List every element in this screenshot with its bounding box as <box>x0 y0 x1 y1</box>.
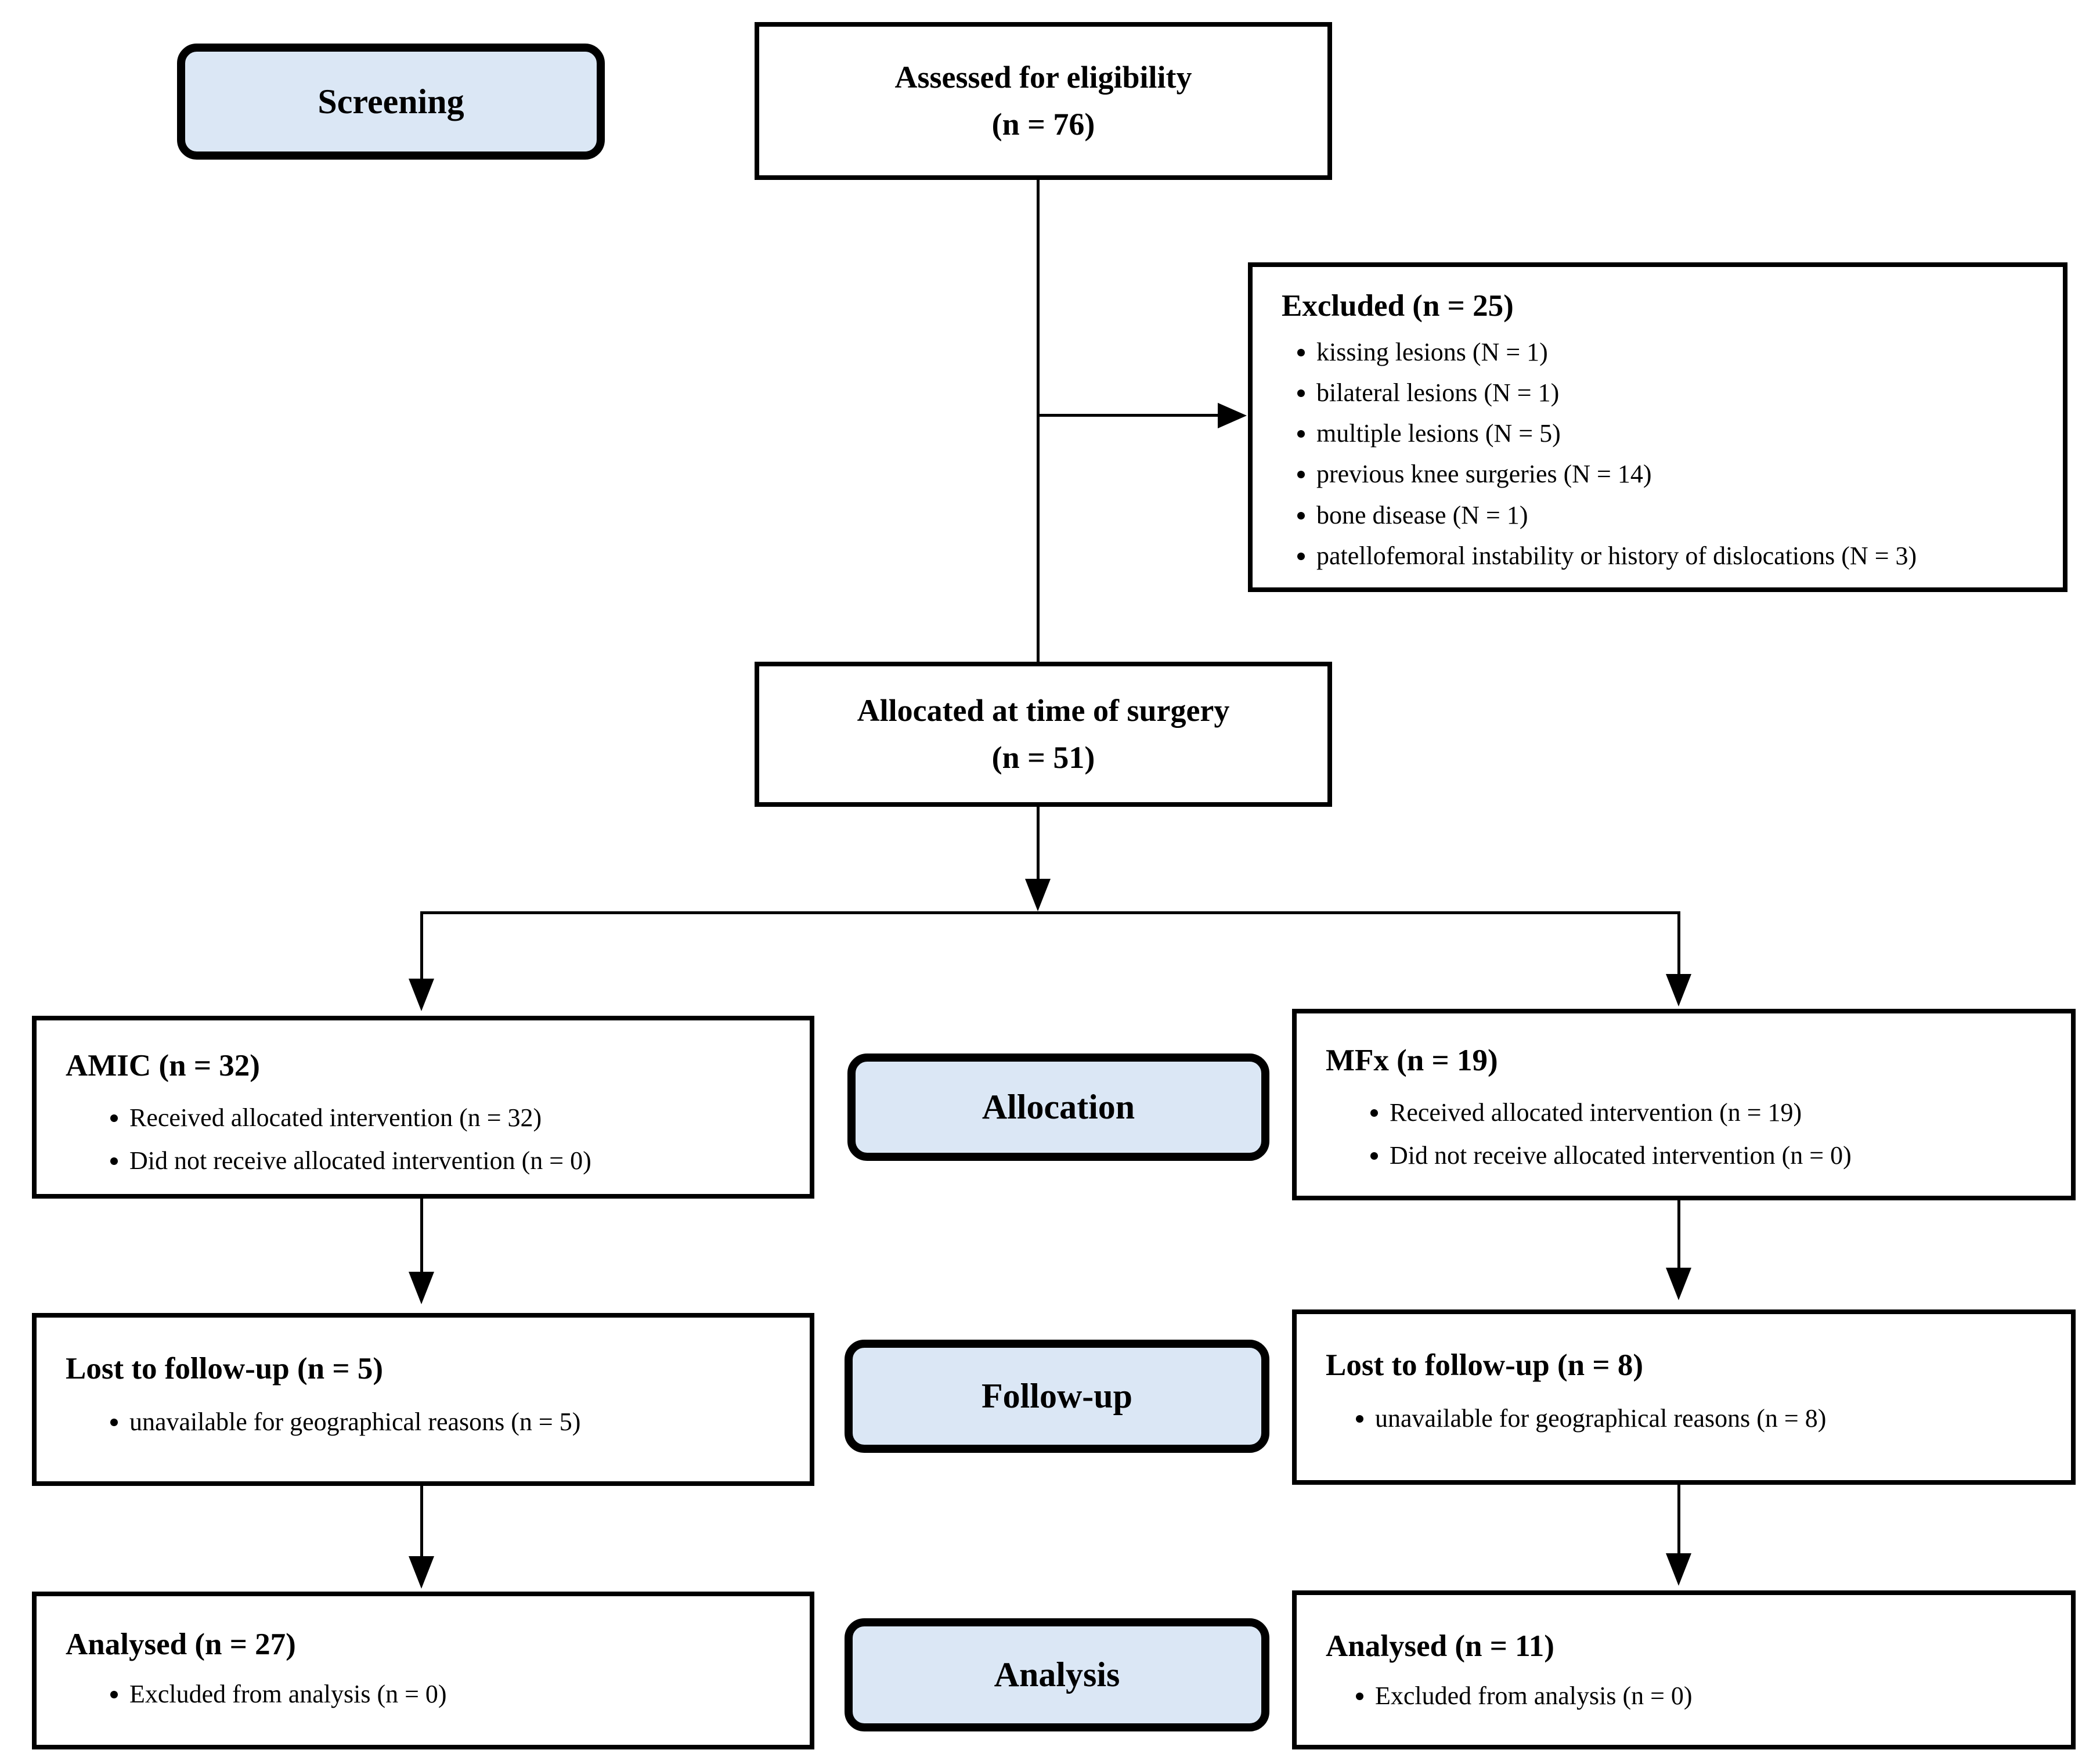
arrowhead-lost-to-analysed-mfx <box>1666 1553 1691 1586</box>
excluded-bullet: kissing lesions (N = 1) <box>1316 335 2037 369</box>
amic-bullet: Received allocated intervention (n = 32) <box>129 1101 784 1135</box>
mfx-bullet-list: Received allocated intervention (n = 19)… <box>1326 1096 2045 1172</box>
amic-bullet: Did not receive allocated intervention (… <box>129 1144 784 1178</box>
analysed-amic-title: Analysed (n = 27) <box>66 1628 296 1661</box>
stage-label-allocation-text: Allocation <box>982 1088 1135 1126</box>
excluded-bullet: multiple lesions (N = 5) <box>1316 417 2037 450</box>
analysed-amic-box: Analysed (n = 27) Excluded from analysis… <box>32 1592 814 1749</box>
lost-mfx-title: Lost to follow-up (n = 8) <box>1326 1348 1643 1382</box>
lost-mfx-box: Lost to follow-up (n = 8) unavailable fo… <box>1292 1309 2076 1485</box>
stage-label-follow-up-text: Follow-up <box>981 1377 1133 1415</box>
assessed-box: Assessed for eligibility (n = 76) <box>755 22 1332 180</box>
analysed-amic-bullet: Excluded from analysis (n = 0) <box>129 1677 784 1711</box>
assessed-line1: Assessed for eligibility <box>894 60 1192 95</box>
analysed-mfx-title: Analysed (n = 11) <box>1326 1629 1554 1663</box>
allocated-box: Allocated at time of surgery (n = 51) <box>755 662 1332 807</box>
arrowhead-amic-to-lost <box>409 1272 434 1304</box>
arrowhead-lost-to-analysed-amic <box>409 1556 434 1589</box>
stage-label-follow-up: Follow-up <box>845 1340 1269 1453</box>
mfx-title: MFx (n = 19) <box>1326 1044 1498 1077</box>
stage-label-screening-text: Screening <box>317 82 464 121</box>
amic-title: AMIC (n = 32) <box>66 1049 260 1083</box>
line-mfx-to-lost <box>1677 1200 1680 1270</box>
split-line <box>420 911 1680 914</box>
excluded-title: Excluded (n = 25) <box>1282 289 1514 323</box>
stage-label-screening: Screening <box>177 44 605 160</box>
arrowhead-to-excluded <box>1218 403 1247 428</box>
line-lost-to-analysed-amic <box>420 1486 423 1558</box>
line-allocated-to-split <box>1037 807 1040 881</box>
stage-label-analysis: Analysis <box>845 1618 1269 1731</box>
stage-label-analysis-text: Analysis <box>994 1655 1120 1694</box>
allocated-line2: (n = 51) <box>991 740 1095 775</box>
mfx-bullet: Received allocated intervention (n = 19) <box>1390 1096 2045 1130</box>
arrowhead-split-to-amic <box>409 979 434 1011</box>
arrowhead-allocated-split <box>1025 879 1051 911</box>
lost-amic-bullet: unavailable for geographical reasons (n … <box>129 1405 784 1439</box>
line-split-to-mfx <box>1677 911 1680 976</box>
lost-mfx-bullet-list: unavailable for geographical reasons (n … <box>1326 1402 2045 1435</box>
lost-amic-box: Lost to follow-up (n = 5) unavailable fo… <box>32 1313 814 1486</box>
line-assessed-to-allocated <box>1037 180 1040 662</box>
excluded-bullet: previous knee surgeries (N = 14) <box>1316 457 2037 491</box>
arrowhead-mfx-to-lost <box>1666 1268 1691 1300</box>
amic-box: AMIC (n = 32) Received allocated interve… <box>32 1016 814 1199</box>
excluded-box: Excluded (n = 25) kissing lesions (N = 1… <box>1248 262 2067 592</box>
stage-label-allocation: Allocation <box>847 1054 1269 1161</box>
analysed-mfx-bullet-list: Excluded from analysis (n = 0) <box>1326 1679 2045 1713</box>
arrowhead-split-to-mfx <box>1666 974 1691 1006</box>
allocated-line1: Allocated at time of surgery <box>857 693 1230 728</box>
lost-amic-title: Lost to follow-up (n = 5) <box>66 1352 383 1386</box>
line-amic-to-lost <box>420 1199 423 1274</box>
mfx-bullet: Did not receive allocated intervention (… <box>1390 1139 2045 1172</box>
assessed-line2: (n = 76) <box>991 107 1095 142</box>
line-lost-to-analysed-mfx <box>1677 1485 1680 1556</box>
line-branch-to-excluded <box>1037 414 1221 417</box>
excluded-bullet: bone disease (N = 1) <box>1316 499 2037 532</box>
line-split-to-amic <box>420 911 423 981</box>
excluded-bullet-list: kissing lesions (N = 1) bilateral lesion… <box>1282 335 2037 572</box>
analysed-mfx-box: Analysed (n = 11) Excluded from analysis… <box>1292 1590 2076 1749</box>
analysed-amic-bullet-list: Excluded from analysis (n = 0) <box>66 1677 784 1711</box>
excluded-bullet: patellofemoral instability or history of… <box>1316 539 2037 573</box>
amic-bullet-list: Received allocated intervention (n = 32)… <box>66 1101 784 1178</box>
excluded-bullet: bilateral lesions (N = 1) <box>1316 376 2037 410</box>
mfx-box: MFx (n = 19) Received allocated interven… <box>1292 1009 2076 1200</box>
lost-amic-bullet-list: unavailable for geographical reasons (n … <box>66 1405 784 1439</box>
analysed-mfx-bullet: Excluded from analysis (n = 0) <box>1375 1679 2045 1713</box>
lost-mfx-bullet: unavailable for geographical reasons (n … <box>1375 1402 2045 1435</box>
